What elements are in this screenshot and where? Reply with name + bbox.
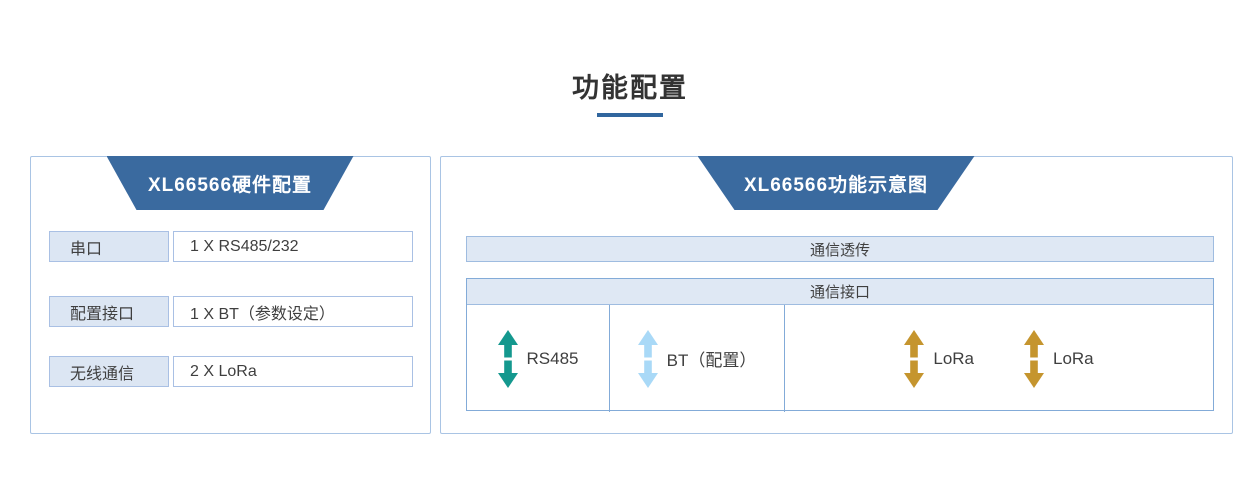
hardware-row-label: 串口 [49, 231, 169, 262]
title-underline [597, 113, 663, 117]
hardware-row-label: 配置接口 [49, 296, 169, 327]
rs485-item: RS485 [497, 329, 579, 388]
hardware-row-value: 1 X BT（参数设定） [173, 296, 413, 327]
lora-label: LoRa [933, 348, 974, 368]
interface-cell-rs485: RS485 [467, 305, 610, 412]
hardware-panel-header: XL66566硬件配置 [107, 156, 354, 210]
page-title: 功能配置 [572, 73, 688, 103]
hardware-row-config-interface: 配置接口 1 X BT（参数设定） [31, 296, 430, 327]
double-vertical-arrow-icon [497, 329, 518, 388]
function-panel-header: XL66566功能示意图 [698, 156, 975, 210]
hardware-row-serial: 串口 1 X RS485/232 [31, 231, 430, 262]
function-diagram-panel: XL66566功能示意图 通信透传 通信接口 RS485 [440, 156, 1233, 434]
double-vertical-arrow-icon [904, 329, 925, 388]
hardware-config-panel: XL66566硬件配置 串口 1 X RS485/232 配置接口 1 X BT… [30, 156, 431, 434]
communication-interface-table: 通信接口 RS485 [466, 278, 1214, 412]
hardware-row-label: 无线通信 [49, 356, 169, 387]
bt-label: BT（配置） [666, 351, 757, 370]
lora-item-1: LoRa [904, 329, 974, 388]
double-vertical-arrow-icon [1024, 329, 1044, 388]
interface-cell-lora: LoRa LoRa [785, 305, 1213, 412]
hardware-row-value: 1 X RS485/232 [173, 231, 413, 262]
communication-interface-header: 通信接口 [467, 279, 1213, 305]
hardware-row-wireless: 无线通信 2 X LoRa [31, 356, 430, 387]
lora-item-2: LoRa [1024, 329, 1094, 388]
rs485-label: RS485 [526, 348, 579, 368]
double-vertical-arrow-icon [637, 329, 658, 388]
lora-label: LoRa [1053, 348, 1094, 368]
transparent-transmission-bar: 通信透传 [466, 236, 1214, 262]
hardware-row-value: 2 X LoRa [173, 356, 413, 387]
interface-cells-row: RS485 BT（配置） [467, 305, 1213, 412]
interface-cell-bt: BT（配置） [610, 305, 785, 412]
bt-item: BT（配置） [637, 329, 757, 388]
